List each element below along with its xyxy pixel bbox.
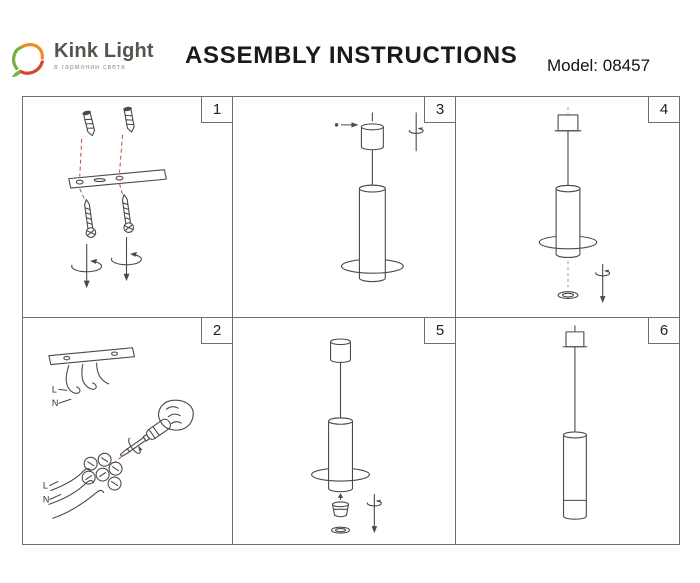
wall-anchor-icon — [82, 110, 96, 137]
guide-line — [110, 456, 122, 467]
step-panel-6: 6 — [456, 318, 679, 544]
brand-logo: Kink Light в гармонии света — [10, 40, 154, 78]
guide-line — [79, 188, 86, 200]
step-panel-1: 1 — [23, 97, 233, 318]
page-title: ASSEMBLY INSTRUCTIONS — [185, 42, 518, 69]
pendant-lamp-icon — [340, 123, 404, 283]
wire-label-live-text: L — [52, 384, 57, 394]
step-4-illustration — [538, 106, 611, 304]
wire-label-neutral: N — [43, 493, 62, 504]
step-2-illustration: L N — [43, 347, 194, 519]
kink-light-logo-icon — [11, 42, 44, 78]
step-panel-5: 5 — [233, 318, 456, 544]
step-3-illustration — [334, 112, 424, 283]
step-panel-3: 3 — [233, 97, 456, 318]
rotate-arrow-icon — [366, 493, 382, 534]
wire-label-neutral-text: N — [43, 494, 49, 504]
hand-icon — [158, 399, 194, 431]
insert-arrow-icon — [337, 492, 344, 500]
pendant-lamp-icon — [538, 114, 598, 259]
wire-label-live: L — [43, 481, 59, 491]
press-arrow-icon — [334, 122, 359, 128]
step-number: 5 — [424, 318, 455, 344]
step-number: 3 — [424, 97, 455, 123]
bulb-icon — [332, 501, 350, 518]
wire-label-neutral: N — [52, 398, 72, 408]
screw-icon — [84, 199, 97, 238]
step-number: 2 — [201, 318, 232, 344]
step-number: 6 — [648, 318, 679, 344]
screwdriver-icon — [119, 418, 172, 457]
trim-ring-icon — [557, 291, 579, 300]
step-1-illustration — [68, 106, 167, 289]
pendant-lamp-icon — [562, 331, 588, 520]
brand-text: Kink Light в гармонии света — [54, 40, 154, 71]
guide-line — [79, 138, 83, 177]
screw-icon — [121, 194, 135, 233]
ceiling-wires-icon — [65, 362, 110, 394]
step-panel-4: 4 — [456, 97, 679, 318]
step-5-illustration — [311, 338, 382, 534]
rotate-arrow-icon — [408, 112, 424, 152]
brand-name: Kink Light — [54, 40, 154, 62]
mounting-bracket-icon — [48, 347, 136, 366]
wire-label-live-text: L — [43, 481, 48, 491]
wall-anchor-icon — [123, 106, 135, 133]
wire-label-neutral-text: N — [52, 398, 58, 408]
wire-label-live: L — [52, 384, 68, 394]
step-number: 1 — [201, 97, 232, 123]
pendant-lamp-icon — [311, 338, 370, 493]
rotate-arrow-icon — [71, 243, 103, 289]
rotate-arrow-icon — [128, 437, 143, 454]
model-label: Model: 08457 — [547, 56, 651, 75]
step-number: 4 — [648, 97, 679, 123]
guide-line — [119, 183, 124, 195]
guide-line — [119, 134, 124, 173]
step-6-illustration — [562, 325, 588, 520]
brand-tagline: в гармонии света — [54, 64, 126, 71]
step-panel-2: L N — [23, 318, 233, 544]
trim-ring-icon — [331, 526, 351, 534]
rotate-arrow-icon — [110, 236, 142, 282]
wire-connectors-icon — [81, 452, 123, 491]
rotate-arrow-icon — [595, 263, 611, 304]
steps-grid: 1 — [22, 96, 680, 545]
mounting-bracket-icon — [68, 169, 167, 189]
supply-wires-icon — [48, 468, 105, 519]
